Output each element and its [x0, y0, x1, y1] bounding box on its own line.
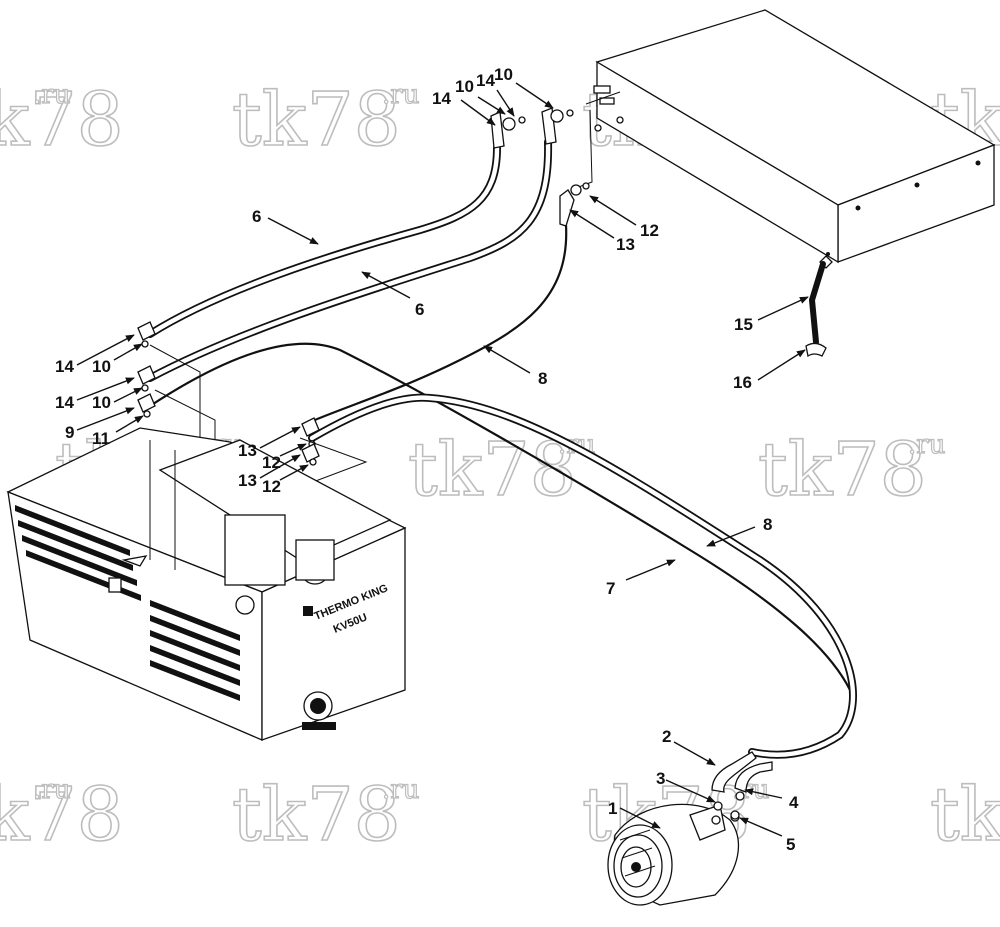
callout-9: 9	[65, 423, 74, 442]
watermark: tk78 .ru	[231, 771, 420, 859]
compressor	[607, 803, 740, 906]
callout-14: 14	[55, 393, 74, 412]
watermark: tk78 .ru	[407, 426, 596, 514]
svg-text:.ru: .ru	[382, 80, 419, 110]
fittings-top	[490, 107, 590, 227]
callout-8: 8	[763, 515, 772, 534]
hose-6-lower	[146, 138, 553, 382]
grille	[15, 505, 240, 701]
callout-13: 13	[616, 235, 635, 254]
callout-6: 6	[252, 207, 261, 226]
thermo-king-logo-icon	[303, 606, 313, 616]
callout-16: 16	[733, 373, 752, 392]
hose-8-lower	[308, 393, 857, 759]
callout-3: 3	[656, 769, 665, 788]
callout-14: 14	[476, 71, 495, 90]
svg-text:tk78: tk78	[232, 772, 401, 858]
svg-text:.ru: .ru	[908, 430, 945, 460]
watermark: tk78 .ru	[0, 771, 125, 859]
svg-text:.ru: .ru	[382, 775, 419, 805]
svg-text:tk78: tk78	[408, 427, 577, 513]
hose-6-upper	[146, 144, 501, 338]
svg-text:.ru: .ru	[33, 80, 70, 110]
watermark-layer: tk78 .ru tk78 .ru tk78 .ru tk78 tk78 .ru…	[0, 76, 1000, 859]
callout-5: 5	[786, 835, 795, 854]
suction-line-8-upper	[308, 223, 568, 424]
callout-10: 10	[455, 77, 474, 96]
callout-4: 4	[789, 793, 799, 812]
callout-13: 13	[238, 441, 257, 460]
callout-14: 14	[432, 89, 451, 108]
svg-text:tk78: tk78	[0, 77, 124, 163]
callout-12: 12	[262, 477, 281, 496]
watermark: tk78	[929, 771, 1000, 859]
compressor-fittings	[711, 751, 773, 820]
svg-text:tk78: tk78	[0, 772, 124, 858]
svg-text:tk78: tk78	[930, 772, 1000, 858]
callout-1: 1	[608, 799, 617, 818]
suction-line-7	[148, 342, 852, 692]
drain-hose	[805, 255, 833, 358]
callout-leaders	[76, 82, 809, 837]
callout-10: 10	[92, 357, 111, 376]
callout-7: 7	[606, 579, 615, 598]
svg-text:.ru: .ru	[33, 775, 70, 805]
callout-12: 12	[640, 221, 659, 240]
svg-text:tk78: tk78	[232, 77, 401, 163]
callout-14: 14	[55, 357, 74, 376]
callout-2: 2	[662, 727, 671, 746]
watermark: tk78 .ru	[231, 76, 420, 164]
callout-labels: 14 10 14 10 12 13 6 6 15 16 8 14 10 14 1…	[55, 65, 799, 854]
callout-10: 10	[494, 65, 513, 84]
callout-12: 12	[262, 453, 281, 472]
condensing-unit: THERMO KING KV50U	[6, 427, 407, 741]
callout-13: 13	[238, 471, 257, 490]
callout-15: 15	[734, 315, 753, 334]
watermark: tk78 .ru	[757, 426, 946, 514]
svg-text:tk78: tk78	[758, 427, 927, 513]
callout-11: 11	[92, 429, 110, 448]
callout-8: 8	[538, 369, 547, 388]
evaporator-box	[575, 9, 996, 264]
watermark: tk78 .ru	[0, 76, 125, 164]
callout-6: 6	[415, 300, 424, 319]
callout-10: 10	[92, 393, 111, 412]
